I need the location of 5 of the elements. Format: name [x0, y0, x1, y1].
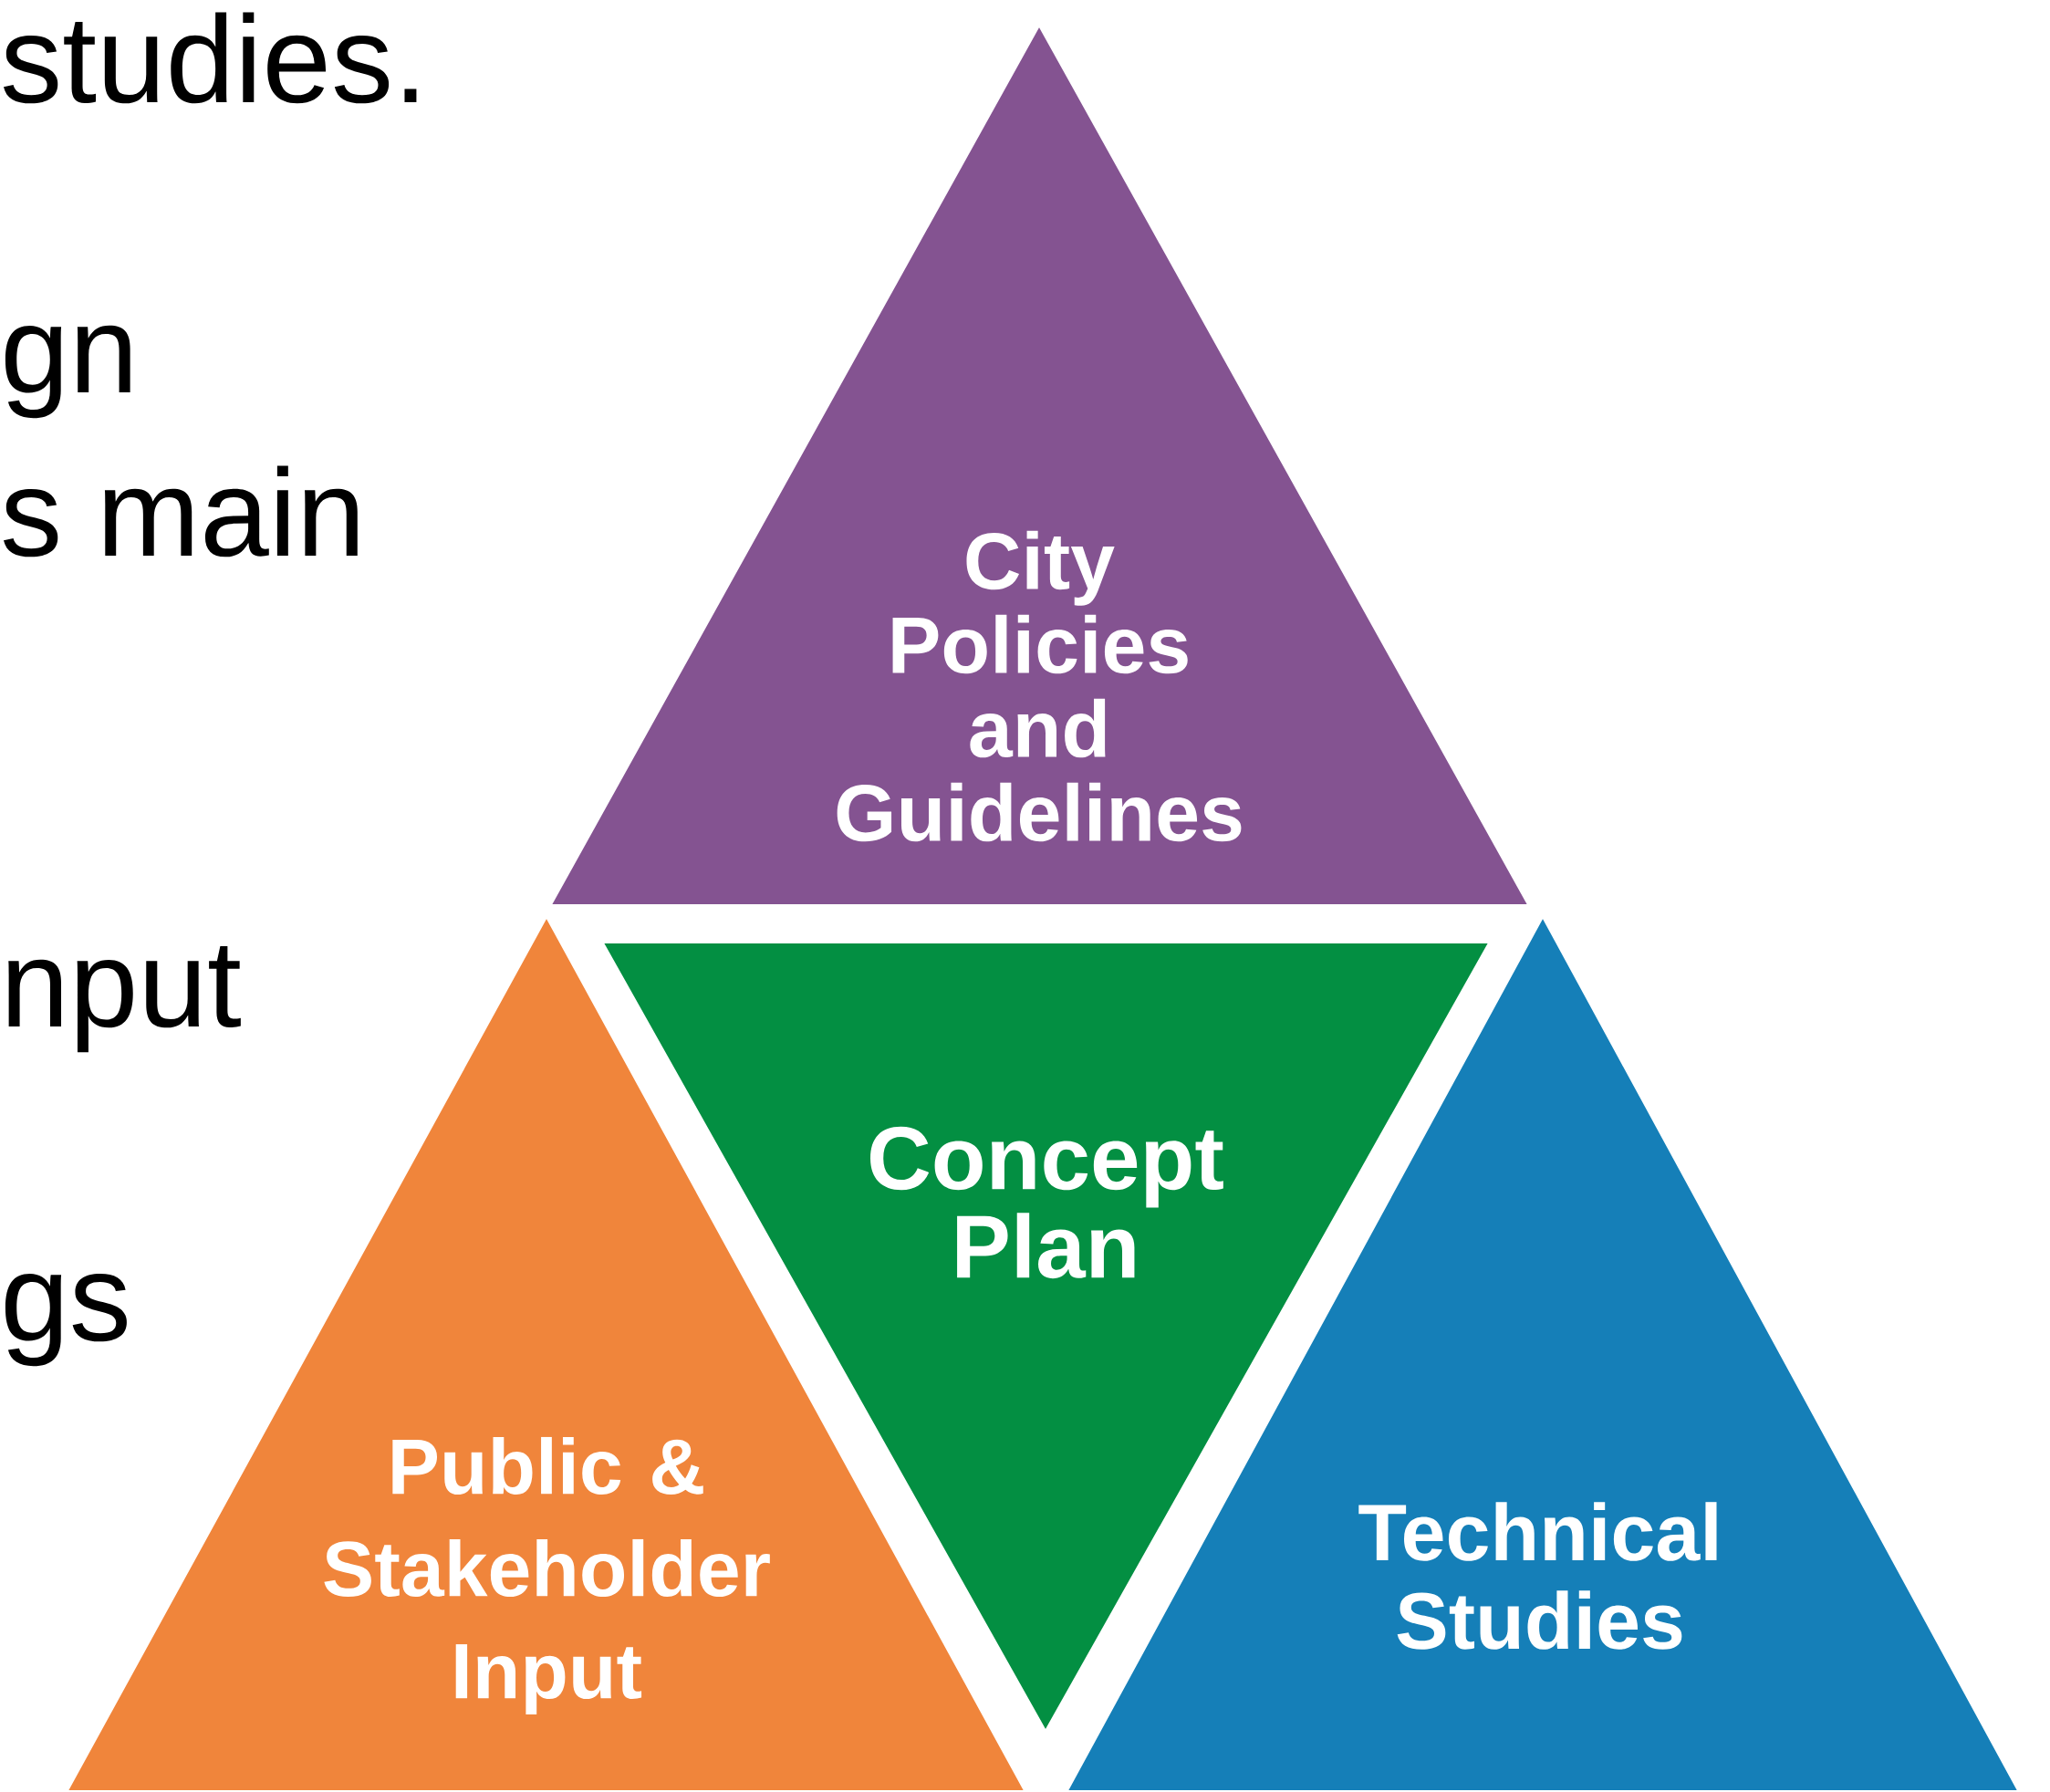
text-fragment: nput — [8, 946, 241, 1053]
text-fragment: studies. — [4, 12, 417, 104]
text-fragment: s main — [4, 465, 358, 557]
text-fragment: gn — [5, 325, 130, 419]
text-fragment: gs — [5, 1274, 127, 1367]
